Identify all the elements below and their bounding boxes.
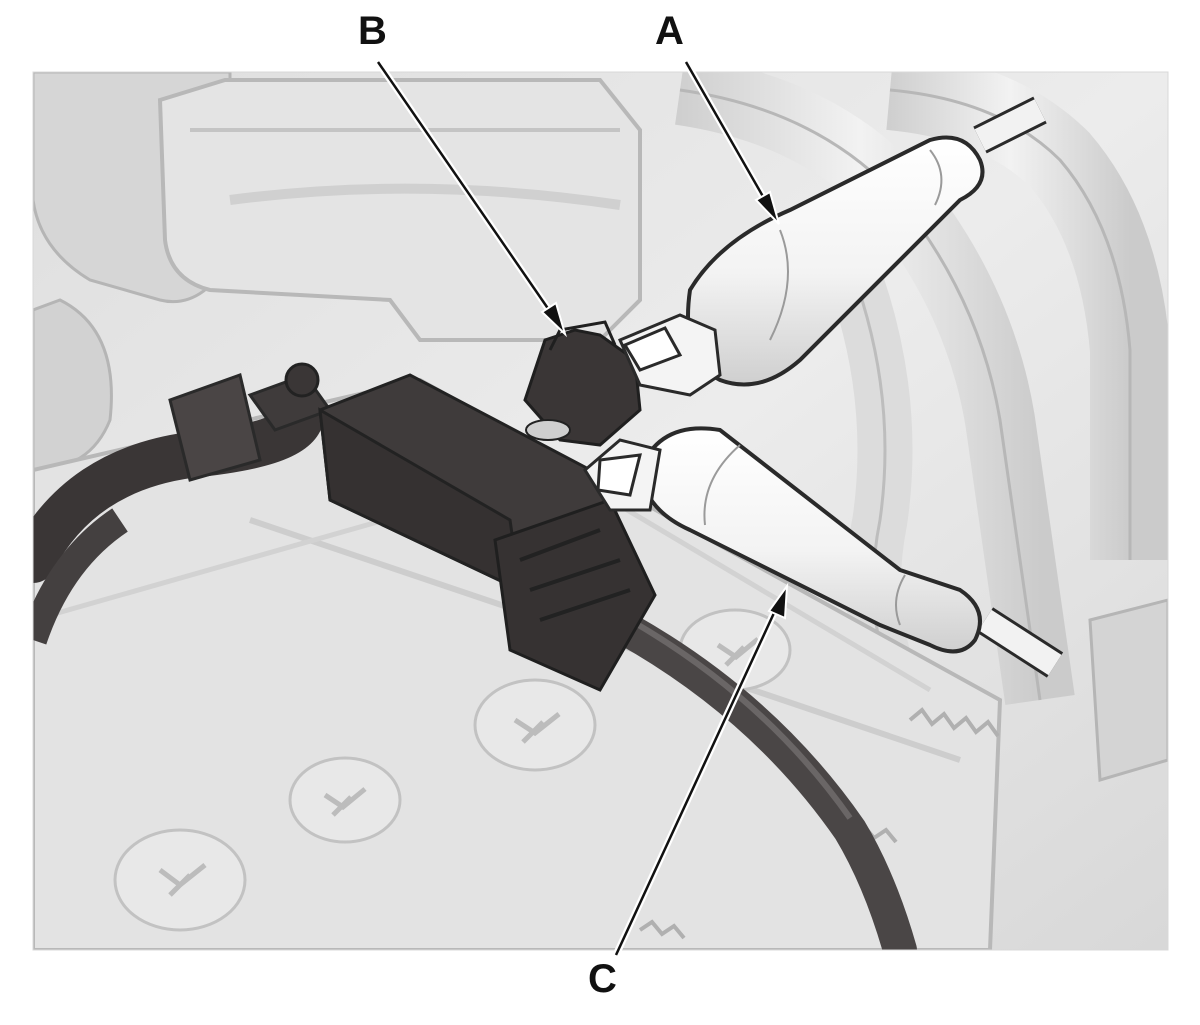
cell-caps xyxy=(113,608,792,932)
arrowhead-b xyxy=(540,301,567,338)
frame-border xyxy=(32,71,1169,951)
leader-line-a xyxy=(682,60,780,225)
wiring-harness xyxy=(33,362,917,950)
leader-line-b xyxy=(375,60,567,338)
arrowhead-c xyxy=(767,582,789,620)
callout-labels: B A C xyxy=(358,9,684,1001)
connector-b-assembly xyxy=(318,320,657,692)
callout-label-c: C xyxy=(588,957,617,1001)
arrowhead-a xyxy=(754,190,780,225)
illustration-frame xyxy=(33,72,1168,950)
test-probe-a xyxy=(618,96,1047,397)
callout-label-b: B xyxy=(358,9,387,53)
callout-leaders xyxy=(375,60,789,957)
test-probe-c xyxy=(583,426,1064,678)
leader-line-c xyxy=(612,582,789,957)
callout-label-a: A xyxy=(655,9,684,53)
